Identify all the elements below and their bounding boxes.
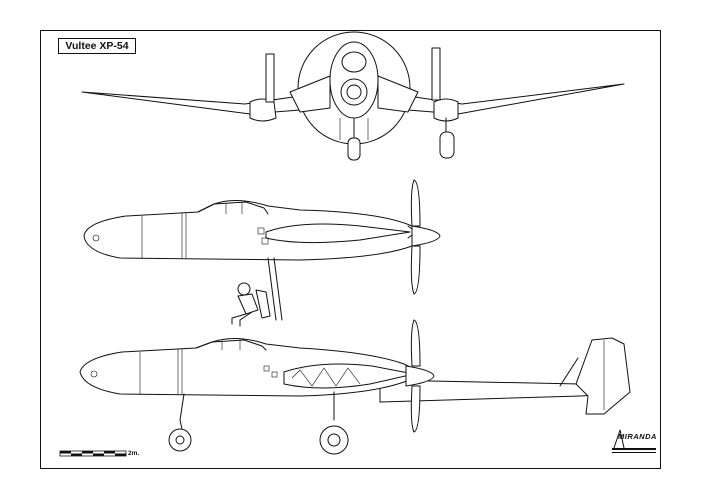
drawing-title: Vultee XP-54 <box>58 38 136 54</box>
drawing-frame <box>40 30 661 469</box>
pilot-leg <box>231 313 247 325</box>
access-panel <box>263 365 270 372</box>
propeller-blade-up-lower <box>410 319 421 367</box>
access-panel <box>271 371 278 378</box>
aircraft-side-view-gear-down <box>79 319 631 455</box>
propeller-blade-down <box>410 245 421 295</box>
pilot-leg <box>239 311 253 327</box>
scale-segment <box>60 451 71 454</box>
tail-strut <box>559 357 579 387</box>
scale-segment <box>82 451 93 454</box>
author-logo <box>612 429 656 453</box>
right-fin-front <box>431 47 441 101</box>
fuselage-side <box>83 200 431 261</box>
pilot-ejection-figure <box>231 282 271 327</box>
pilot-torso <box>237 293 259 315</box>
aircraft-front-view <box>81 31 625 161</box>
left-fin-front <box>265 53 275 103</box>
boom-root-side <box>265 223 411 244</box>
scale-segment <box>115 453 126 456</box>
logo-underline <box>612 448 656 450</box>
scale-label: 2m. <box>128 450 140 457</box>
scale-bar <box>59 450 127 457</box>
wheel-hub <box>175 435 185 445</box>
canopy-side <box>197 201 269 215</box>
scale-segment <box>93 453 104 456</box>
logo-underline <box>612 452 656 453</box>
access-panel <box>257 227 265 235</box>
author-logo-text: MIRANDA <box>618 432 657 441</box>
spinner-side-lower <box>405 365 435 387</box>
access-panel <box>261 237 269 245</box>
propeller-blade-down-lower <box>410 385 421 433</box>
spinner-front <box>340 78 368 106</box>
canopy-side-lower <box>195 339 267 351</box>
wing-side <box>283 363 415 389</box>
propeller-blade-up <box>410 179 421 227</box>
wheel-hub <box>327 433 341 447</box>
scale-segment <box>71 453 82 456</box>
aircraft-side-view <box>83 179 441 321</box>
nose-port <box>92 234 100 242</box>
ejection-seat <box>255 289 271 319</box>
pilot-head <box>237 282 251 296</box>
nose-wheel-side <box>168 428 192 452</box>
canopy-front <box>341 51 367 73</box>
right-boom-front <box>433 98 459 122</box>
right-inner-wing <box>377 75 419 113</box>
main-wheel-front <box>439 131 455 159</box>
ejection-rail <box>267 257 277 321</box>
nose-port <box>90 370 98 378</box>
left-boom-front <box>249 98 277 122</box>
main-wheel-side <box>319 425 349 455</box>
spinner-hub <box>346 84 362 100</box>
nose-wheel-front <box>347 137 361 161</box>
wing-hatching <box>291 367 361 387</box>
ejection-rail <box>273 257 283 321</box>
left-inner-wing <box>289 75 331 113</box>
vertical-tail <box>575 337 631 415</box>
spinner-side <box>411 225 441 247</box>
scale-segment <box>104 451 115 454</box>
logo-mark <box>613 429 625 449</box>
